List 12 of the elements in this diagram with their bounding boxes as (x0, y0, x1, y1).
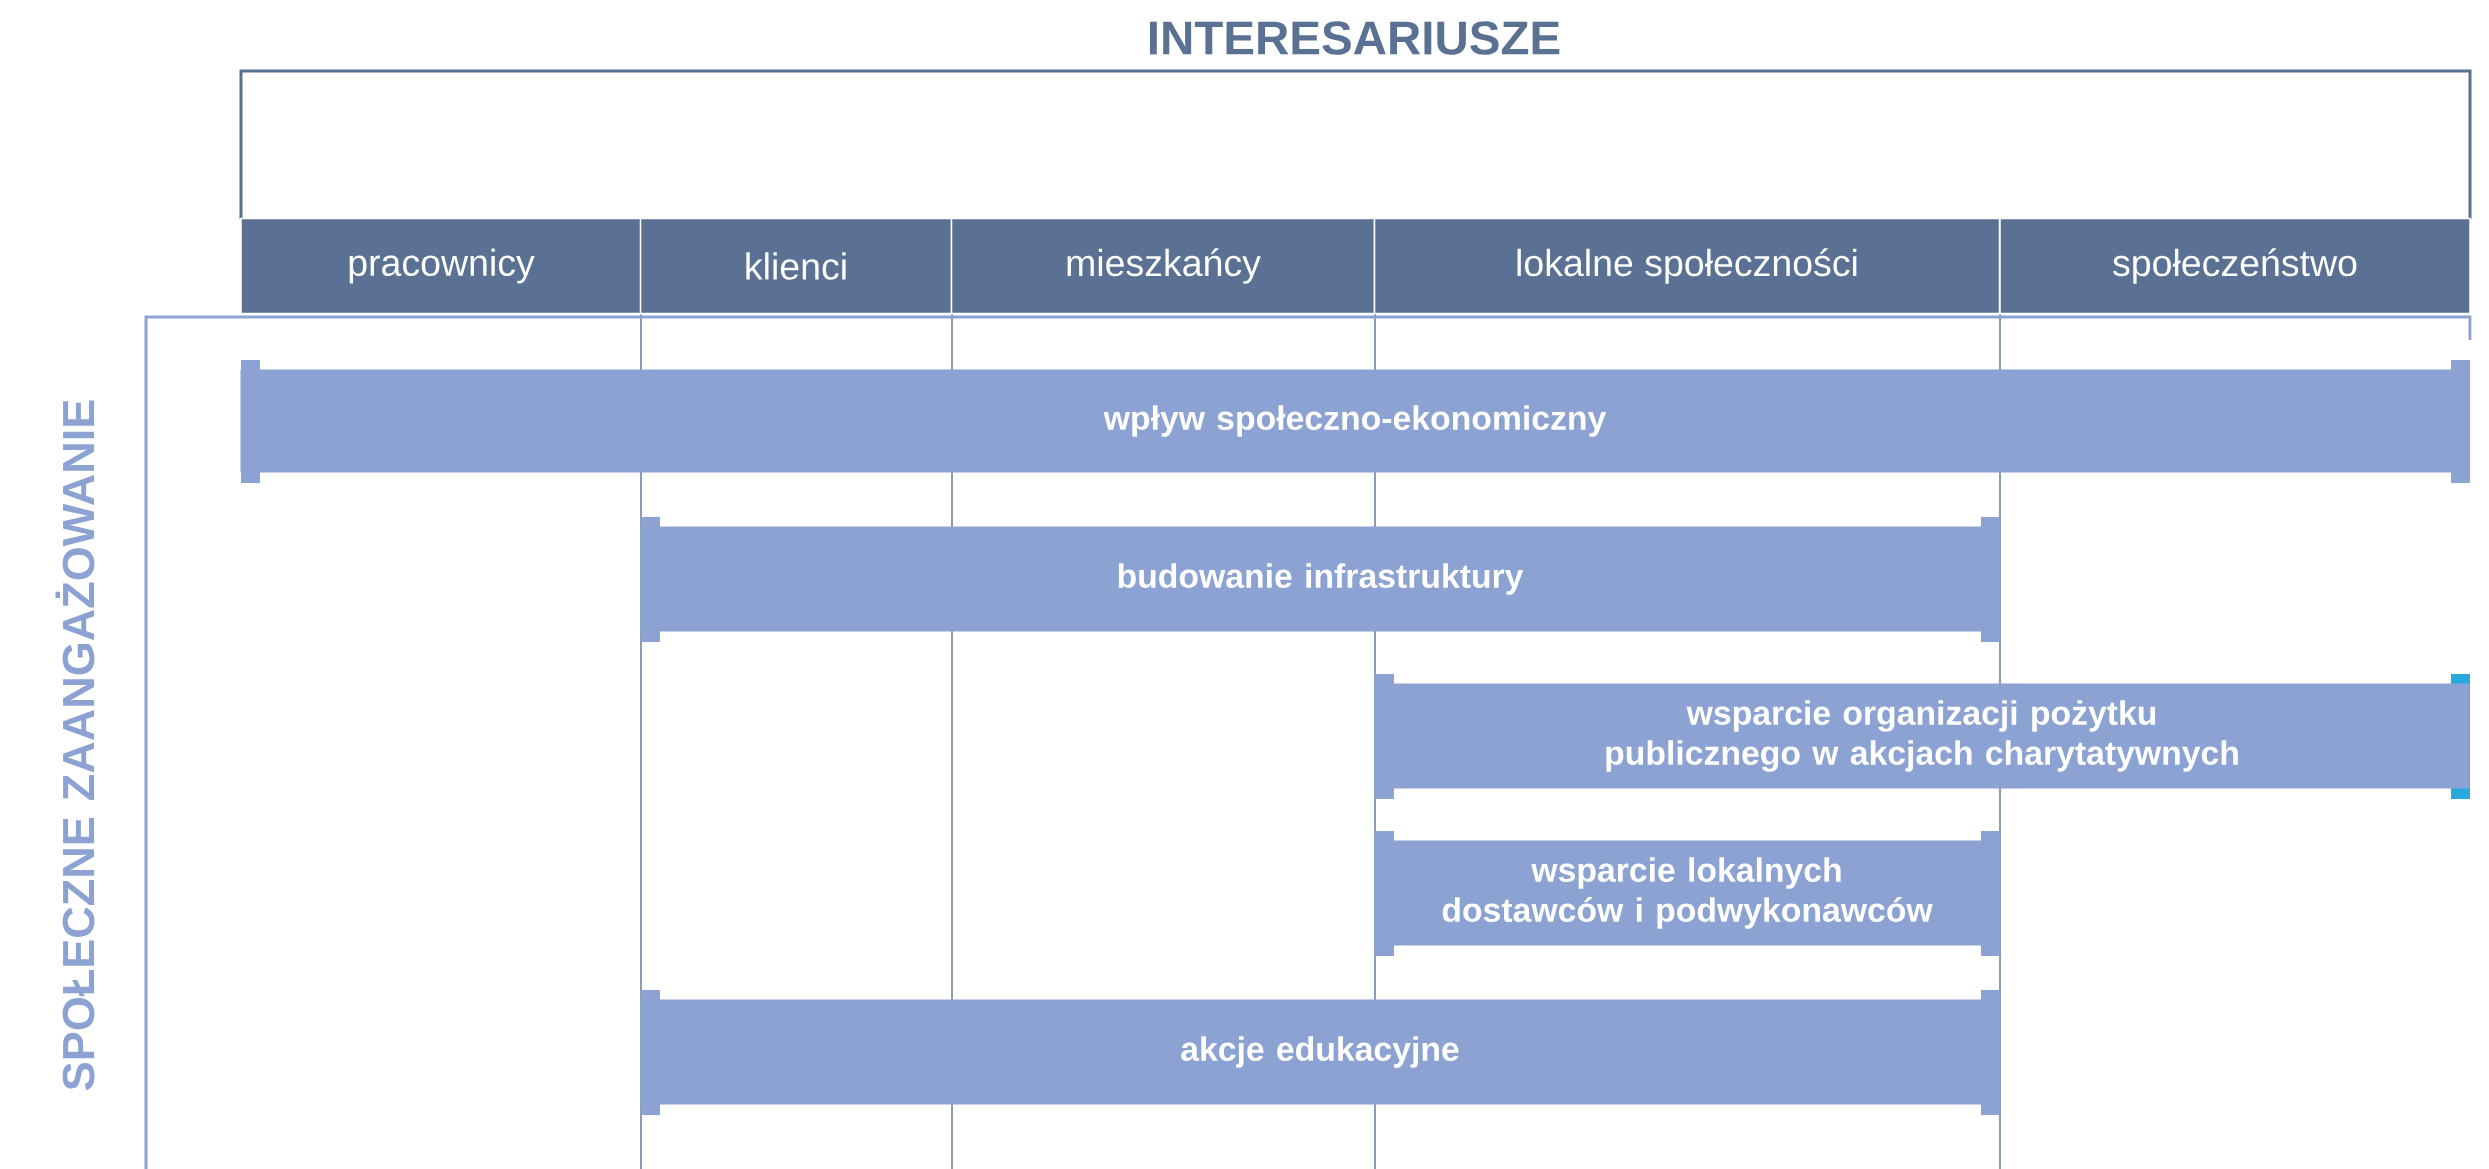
column-header: mieszkańcy (950, 217, 1376, 315)
heading: INTERESARIUSZE (1150, 21, 1560, 55)
activity-bar: budowanie infrastruktury (640, 517, 2000, 642)
column-header: klienci (639, 217, 953, 315)
column-header: pracownicy (240, 217, 642, 315)
column-header: lokalne społeczności (1373, 217, 2001, 315)
activity-bar: wpływ społeczno-ekonomiczny (240, 360, 2470, 483)
column-header: społeczeństwo (1999, 217, 2471, 315)
vertical-heading: SPOŁECZNE ZAANGAŻOWANIE (55, 400, 95, 1090)
activity-bar: wsparcie lokalnych dostawców i podwykonawców (1374, 831, 2000, 956)
activity-bar: wsparcie organizacji pożytku publicznego w akcjach charytatywnych (1374, 674, 2470, 799)
activity-bar: akcje edukacyjne (640, 990, 2000, 1115)
